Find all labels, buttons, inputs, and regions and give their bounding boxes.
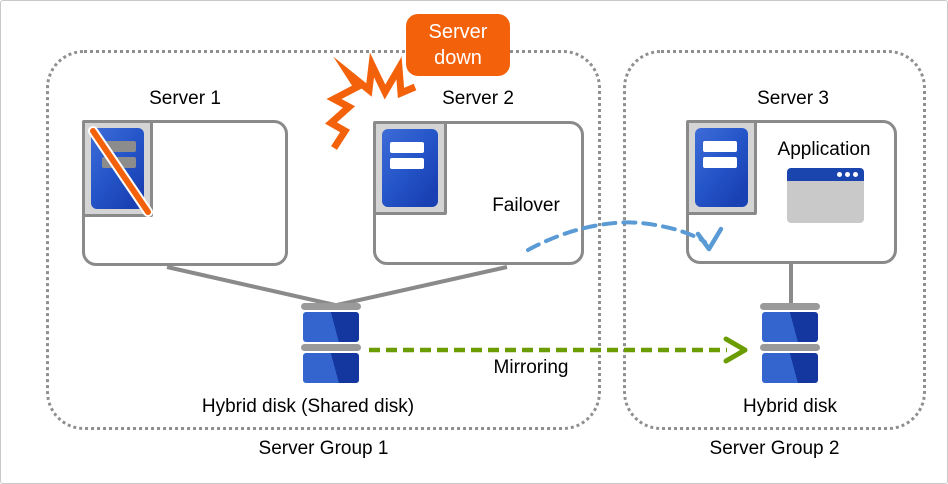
server1-label: Server 1 [149,88,221,109]
server-group-1-label: Server Group 1 [258,438,389,459]
application-window-icon [787,168,864,223]
failover-label: Failover [492,195,560,216]
server-group-2-label: Server Group 2 [709,438,840,459]
window-dot-icon [837,172,842,177]
window-body [787,181,864,223]
mirroring-label: Mirroring [493,357,569,378]
hybrid-disk-label: Hybrid disk [743,396,837,417]
window-titlebar [787,168,864,181]
application-label: Application [777,139,871,160]
window-dot-icon [853,172,858,177]
server-tower-icon [382,129,438,207]
server1-icon [82,120,153,217]
server-tower-icon [695,128,748,207]
disabled-slash-icon [88,126,153,217]
server3-label: Server 3 [757,88,829,109]
server2-label: Server 2 [442,88,514,109]
hybrid-disk-shared-label: Hybrid disk (Shared disk) [201,396,415,417]
hybrid-disk-icon [760,303,820,384]
hybrid-disk-shared-icon [301,303,361,384]
window-dot-icon [845,172,850,177]
server3-icon [686,120,757,215]
server2-icon [373,121,447,215]
server-down-badge: Server down [406,14,510,76]
